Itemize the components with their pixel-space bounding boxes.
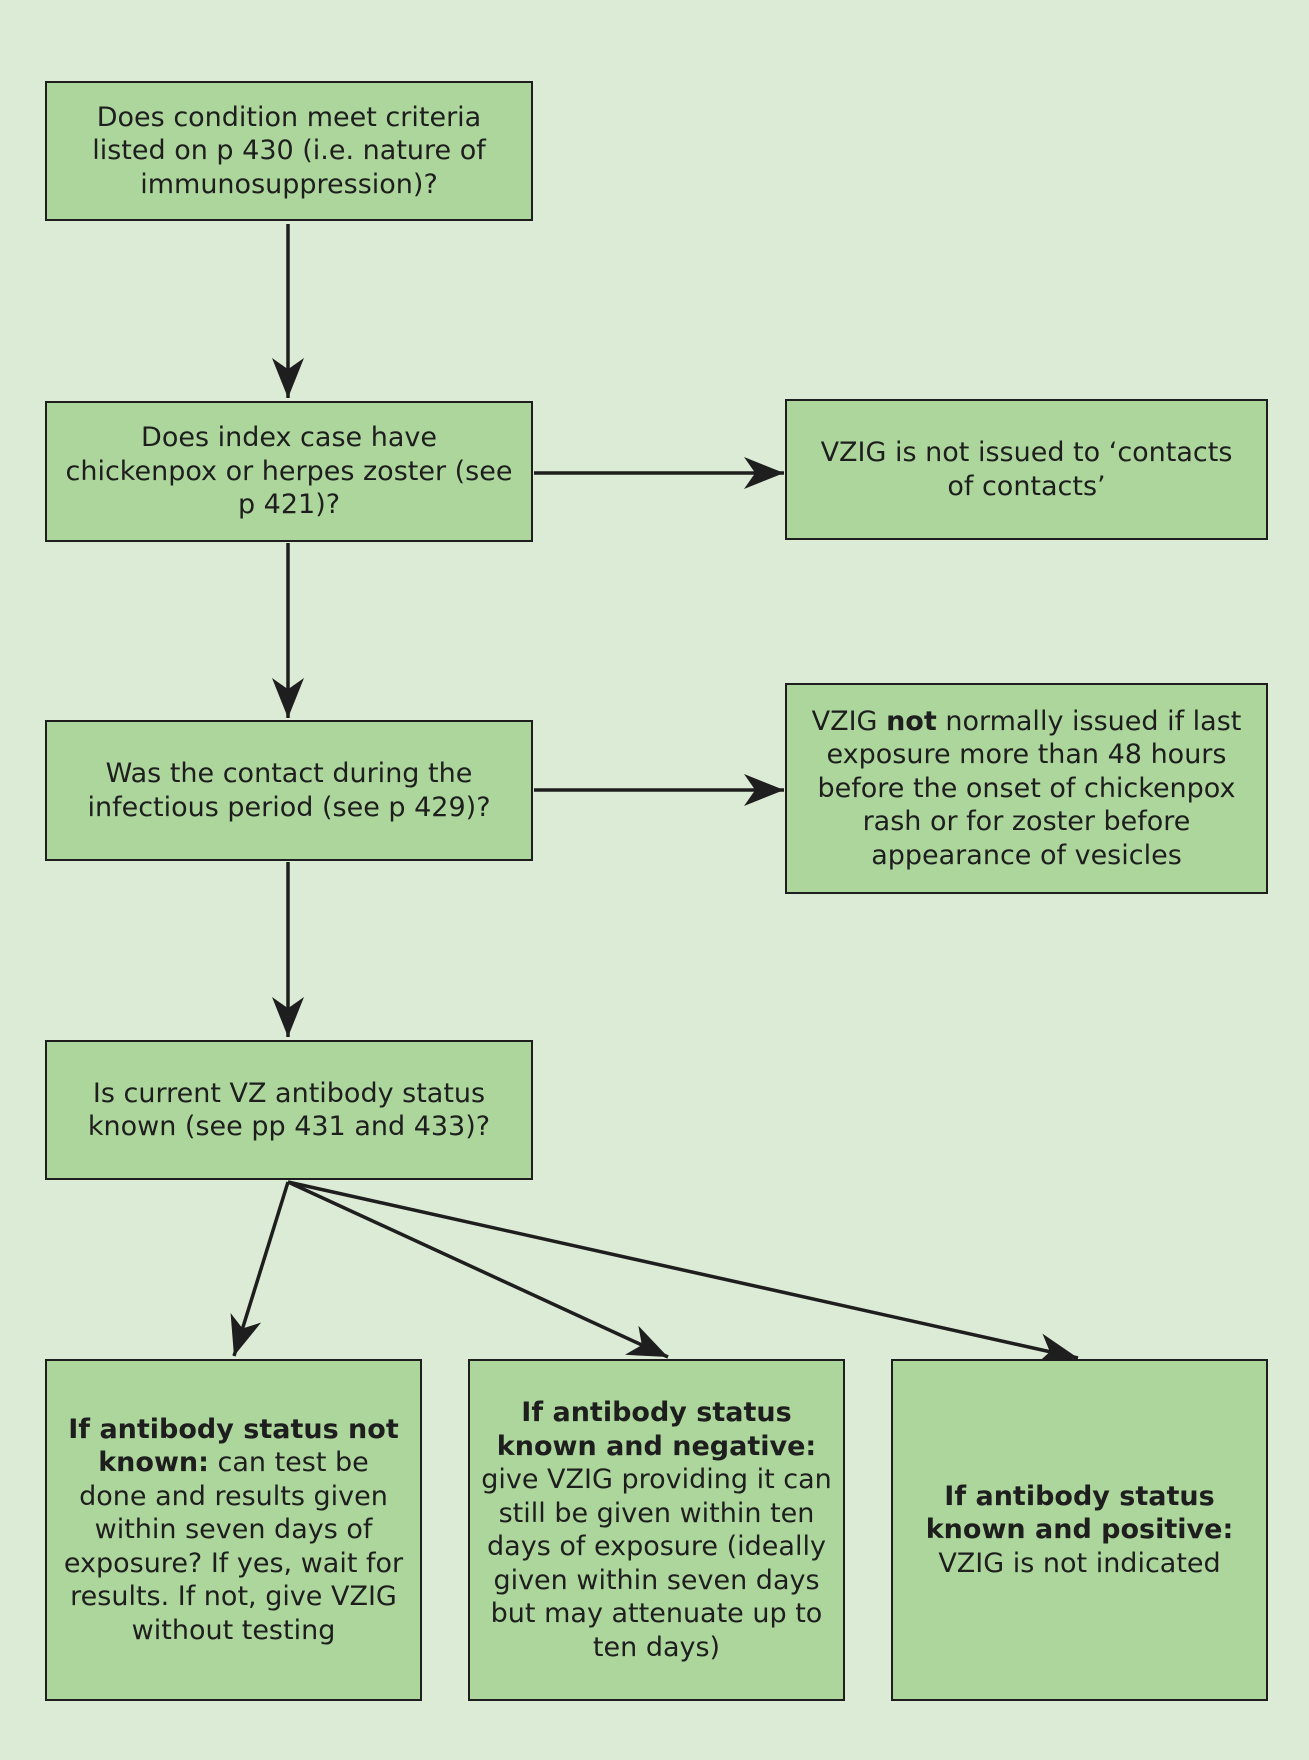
result-contacts-of-contacts-text: VZIG is not issued to ‘contacts of conta… bbox=[820, 437, 1233, 502]
question-criteria-box: Does condition meet criteria listed on p… bbox=[45, 81, 533, 221]
question-index-case-text: Does index case have chickenpox or herpe… bbox=[65, 422, 513, 521]
outcome-status-negative-body: give VZIG providing it can still be give… bbox=[481, 1464, 832, 1663]
result-exposure-timing-emphasis: not bbox=[886, 705, 937, 737]
question-infectious-period-text: Was the contact during the infectious pe… bbox=[87, 758, 491, 823]
outcome-status-negative-box: If antibody status known and negative: g… bbox=[468, 1359, 845, 1701]
outcome-status-negative-text: If antibody status known and negative: g… bbox=[480, 1396, 833, 1664]
outcome-status-positive-heading: If antibody status known and positive: bbox=[925, 1480, 1234, 1546]
result-exposure-timing-box: VZIG not normally issued if last exposur… bbox=[785, 683, 1268, 894]
question-antibody-status-text: Is current VZ antibody status known (see… bbox=[87, 1077, 491, 1143]
result-contacts-of-contacts-box: VZIG is not issued to ‘contacts of conta… bbox=[785, 399, 1268, 540]
result-exposure-timing-prefix: VZIG bbox=[811, 705, 887, 737]
outcome-status-not-known-text: If antibody status not known: can test b… bbox=[61, 1413, 406, 1648]
arrow-q4-to-o3 bbox=[287, 1180, 1079, 1365]
outcome-status-positive-body: VZIG is not indicated bbox=[938, 1547, 1221, 1579]
outcome-status-positive-text: If antibody status known and positive: V… bbox=[907, 1480, 1252, 1581]
question-index-case-box: Does index case have chickenpox or herpe… bbox=[45, 401, 533, 542]
result-exposure-timing-text: VZIG not normally issued if last exposur… bbox=[805, 705, 1248, 873]
question-criteria-text: Does condition meet criteria listed on p… bbox=[92, 101, 486, 200]
arrow-q4-to-o1 bbox=[230, 1181, 290, 1357]
question-antibody-status-box: Is current VZ antibody status known (see… bbox=[45, 1040, 533, 1180]
outcome-status-not-known-heading: If antibody status not known: bbox=[68, 1413, 399, 1479]
outcome-status-positive-box: If antibody status known and positive: V… bbox=[891, 1359, 1268, 1701]
arrow-q4-to-o2 bbox=[287, 1180, 669, 1359]
result-exposure-timing-suffix: normally issued if last exposure more th… bbox=[817, 705, 1242, 871]
outcome-status-not-known-body: can test be done and results given withi… bbox=[63, 1447, 404, 1646]
question-infectious-period-box: Was the contact during the infectious pe… bbox=[45, 720, 533, 861]
outcome-status-not-known-box: If antibody status not known: can test b… bbox=[45, 1359, 422, 1701]
outcome-status-negative-heading: If antibody status known and negative: bbox=[496, 1397, 817, 1462]
